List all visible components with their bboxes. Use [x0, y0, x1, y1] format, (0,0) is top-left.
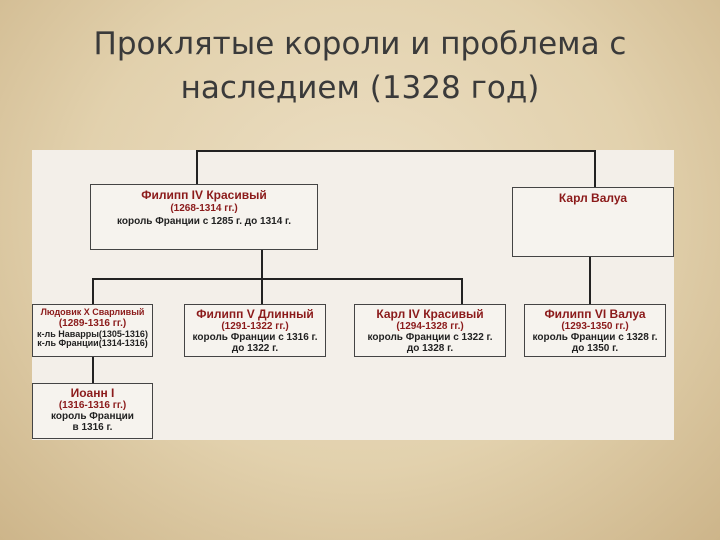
slide-title-line-2: наследием (1328 год) [180, 70, 540, 106]
connector-to-louis10 [92, 278, 94, 304]
person-years: (1294-1328 гг.) [396, 320, 464, 332]
connector-to-philip4 [196, 150, 198, 184]
slide-title: Проклятые короли и проблема с наследием … [60, 22, 660, 110]
connector-valois-down [589, 257, 591, 305]
person-box-charles4: Карл IV Красивый (1294-1328 гг.) король … [354, 304, 506, 357]
connector-to-philip5 [261, 278, 263, 304]
person-box-philip4: Филипп IV Красивый (1268-1314 гг.) корол… [90, 184, 318, 250]
person-name: Иоанн I [70, 386, 115, 400]
person-years: (1268-1314 гг.) [170, 202, 238, 214]
connector-to-charles-valois [594, 150, 596, 188]
person-info: до 1322 г. [231, 342, 279, 354]
person-name: Людовик X Сварливый [40, 307, 145, 317]
person-box-louis10: Людовик X Сварливый (1289-1316 гг.) к-ль… [32, 304, 153, 357]
person-info: к-ль Франции(1314-1316) [37, 338, 148, 349]
person-box-philip6: Филипп VI Валуа (1293-1350 гг.) король Ф… [524, 304, 666, 357]
connector-louis-to-john [92, 357, 94, 383]
person-info: до 1328 г. [406, 342, 454, 354]
person-name: Филипп V Длинный [196, 307, 314, 321]
person-years: (1316-1316 гг.) [58, 399, 127, 411]
person-box-john1: Иоанн I (1316-1316 гг.) король Франции в… [32, 383, 153, 439]
person-info: король Франции с 1322 г. [367, 331, 493, 343]
person-name: Карл Валуа [558, 191, 628, 205]
person-info: король Франции [51, 410, 134, 422]
connector-to-charles4 [461, 278, 463, 304]
person-box-philip5: Филипп V Длинный (1291-1322 гг.) король … [184, 304, 326, 357]
person-name: Филипп IV Красивый [141, 188, 267, 202]
person-years: (1291-1322 гг.) [221, 320, 289, 332]
person-info: король Франции с 1285 г. до 1314 г. [117, 215, 291, 227]
connector-top-horizontal [196, 150, 596, 152]
person-info: король Франции с 1316 г. [192, 331, 318, 343]
person-name: Филипп VI Валуа [544, 307, 646, 321]
connector-philip4-down [261, 250, 263, 278]
person-years: (1289-1316 гг.) [58, 317, 127, 329]
person-name: Карл IV Красивый [376, 307, 484, 321]
slide-title-line-1: Проклятые короли и проблема с [93, 26, 627, 62]
person-info: в 1316 г. [72, 421, 113, 433]
person-info: король Франции с 1328 г. [532, 331, 658, 343]
person-years: (1293-1350 гг.) [561, 320, 629, 332]
connector-sons-horizontal [92, 278, 463, 280]
family-tree-panel: Филипп IV Красивый (1268-1314 гг.) корол… [32, 150, 674, 440]
person-info: к-ль Наварры(1305-1316) [37, 328, 148, 339]
person-info: до 1350 г. [571, 342, 619, 354]
person-box-charles-valois: Карл Валуа [512, 187, 674, 257]
